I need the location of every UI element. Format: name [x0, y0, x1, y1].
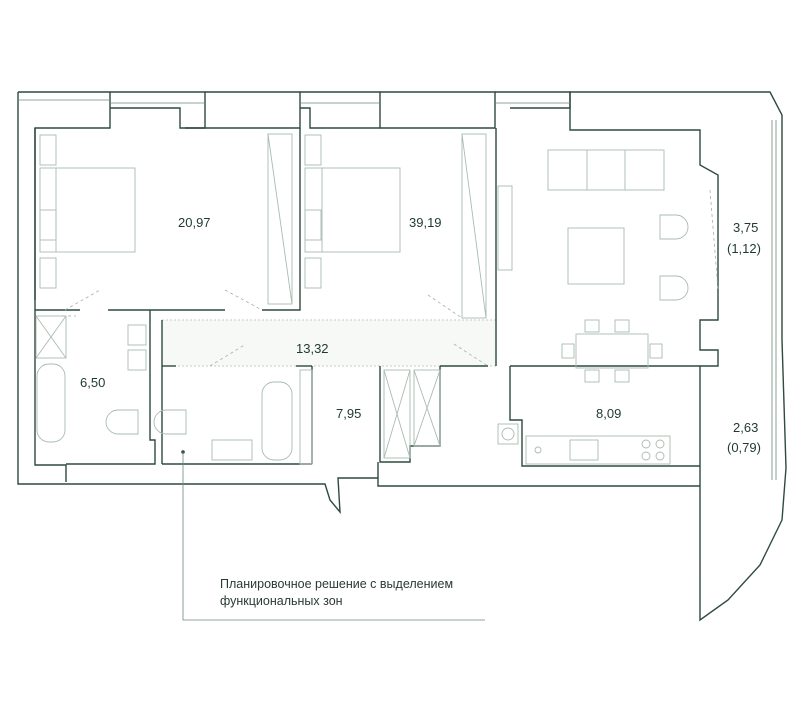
- bedroom-2-area: 39,19: [409, 215, 442, 230]
- living-room-furniture: [497, 149, 689, 383]
- outer-walls: [17, 91, 787, 622]
- kitchen-fixtures: [497, 423, 671, 465]
- bathroom-1-area: 6,50: [80, 375, 105, 390]
- doors: [62, 189, 719, 367]
- balcony-2-area: 2,63: [733, 420, 758, 435]
- interior-walls: [35, 128, 700, 478]
- balcony-2-reduced-area: (0,79): [727, 440, 761, 455]
- bathroom-2-area: 7,95: [336, 406, 361, 421]
- callout-leader: [181, 450, 485, 621]
- bedroom-2-furniture: [304, 134, 401, 289]
- balcony-1-area: 3,75: [733, 220, 758, 235]
- caption-line-2: функциональных зон: [220, 594, 343, 608]
- caption-line-1: Планировочное решение с выделением: [220, 577, 454, 591]
- hall-zone: [161, 319, 497, 367]
- bedroom-1-area: 20,97: [178, 215, 211, 230]
- windows: [18, 99, 777, 480]
- balcony-1-reduced-area: (1,12): [727, 241, 761, 256]
- plan-caption: Планировочное решение с выделением функц…: [220, 576, 520, 610]
- bathroom-2-fixtures: [153, 381, 293, 461]
- kitchen-area: 8,09: [596, 406, 621, 421]
- hall-area: 13,32: [296, 341, 329, 356]
- wardrobes: [267, 133, 487, 465]
- bedroom-1-furniture: [39, 134, 136, 289]
- bathroom-1-fixtures: [35, 315, 147, 443]
